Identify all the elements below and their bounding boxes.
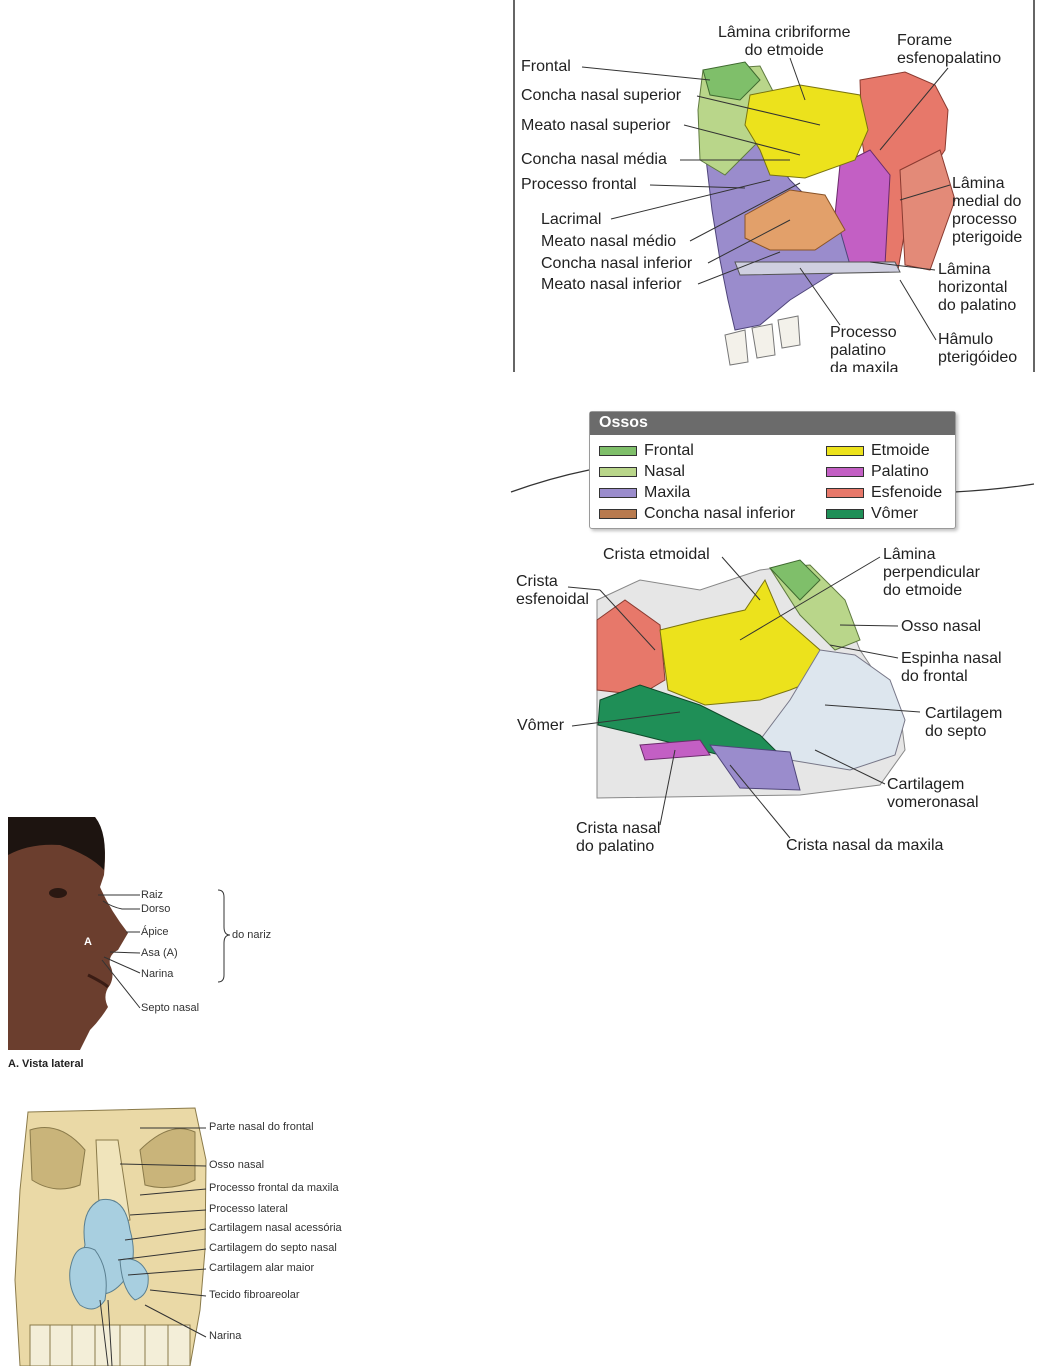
swatch-nasal [599, 467, 637, 477]
label-septal-cartilage-frontal-view: Cartilagem do septo nasal [209, 1242, 337, 1254]
label-inferior-meatus: Meato nasal inferior [541, 276, 682, 293]
face-photo [8, 817, 231, 1050]
nasal-skeleton-frontal-figure: Parte nasal do frontal Osso nasal Proces… [0, 1100, 400, 1366]
nasal-septum-illustration [567, 556, 921, 839]
label-perpendicular-plate: Lâmina perpendicular do etmoide [883, 546, 980, 599]
label-horizontal-palatine-plate: Lâmina horizontal do palatino [938, 261, 1017, 314]
label-ethmoid-crest: Crista etmoidal [603, 546, 710, 563]
label-accessory-cartilage: Cartilagem nasal acessória [209, 1222, 342, 1234]
legend-label: Etmoide [871, 442, 930, 459]
legend-connector-lines [510, 469, 1035, 493]
label-nose-naris: Narina [141, 968, 174, 980]
label-nasal-spine-frontal: Espinha nasal do frontal [901, 650, 1002, 685]
legend-item-frontal: Frontal [599, 442, 694, 460]
label-cribriform-plate: Lâmina cribriforme do etmoide [718, 24, 851, 59]
label-medial-pterygoid-plate: Lâmina medial do processo pterigoide [952, 175, 1023, 246]
legend-item-nasal: Nasal [599, 463, 685, 481]
legend-item-palatine: Palatino [826, 463, 929, 481]
swatch-maxilla [599, 488, 637, 498]
bones-legend: Ossos Frontal Nasal Maxila Concha nasal … [589, 411, 956, 529]
swatch-palatine [826, 467, 864, 477]
ala-marker-label: A [84, 936, 92, 948]
swatch-inferior-concha [599, 509, 637, 519]
legend-label: Vômer [871, 505, 919, 522]
legend-label: Concha nasal inferior [644, 505, 796, 522]
legend-item-inferior-concha: Concha nasal inferior [599, 505, 795, 523]
label-nasal-bone-frontal-view: Osso nasal [209, 1159, 265, 1171]
label-middle-concha: Concha nasal média [521, 151, 667, 168]
label-pterygoid-hamulus: Hâmulo pterigóideo [938, 331, 1018, 366]
label-nose-group: do nariz [232, 929, 272, 941]
label-nose-root: Raiz [141, 889, 164, 901]
label-vomeronasal-cartilage: Cartilagem vomeronasal [887, 776, 979, 811]
legend-label: Maxila [644, 484, 691, 501]
legend-item-ethmoid: Etmoide [826, 442, 930, 460]
label-septal-cartilage: Cartilagem do septo [925, 705, 1003, 740]
label-maxilla-frontal-process: Processo frontal da maxila [209, 1182, 339, 1194]
lateral-wall-figure: Lâmina cribriforme do etmoide Forame esf… [0, 0, 1039, 375]
legend-label: Frontal [644, 442, 694, 459]
label-nose-apex: Ápice [141, 926, 169, 938]
label-lateral-process: Processo lateral [209, 1203, 288, 1215]
swatch-vomer [826, 509, 864, 519]
legend-title: Ossos [590, 412, 955, 435]
label-middle-meatus: Meato nasal médio [541, 233, 677, 250]
label-frontal: Frontal [521, 58, 571, 75]
label-sphenoid-crest: Crista esfenoidal [516, 573, 589, 608]
label-inferior-concha: Concha nasal inferior [541, 255, 693, 272]
legend-item-sphenoid: Esfenoide [826, 484, 942, 502]
label-major-alar-cartilage: Cartilagem alar maior [209, 1262, 315, 1274]
nasal-septum-figure: Crista etmoidal Crista esfenoidal Lâmina… [0, 540, 1039, 870]
swatch-ethmoid [826, 446, 864, 456]
label-nasal-bone: Osso nasal [901, 618, 982, 635]
label-nasal-septum: Septo nasal [141, 1002, 200, 1014]
label-palatine-nasal-crest: Crista nasal do palatino [576, 820, 661, 855]
legend-label: Nasal [644, 463, 685, 480]
label-lacrimal: Lacrimal [541, 211, 602, 228]
label-superior-meatus: Meato nasal superior [521, 117, 671, 134]
lateral-wall-illustration [513, 0, 1035, 372]
label-sphenopalatine-foramen: Forame esfenopalatino [897, 32, 1002, 67]
label-superior-concha: Concha nasal superior [521, 87, 682, 104]
label-fibroareolar-tissue: Tecido fibroareolar [209, 1289, 300, 1301]
label-frontal-process: Processo frontal [521, 176, 637, 193]
face-lateral-figure: A Raiz Dorso Ápice Asa (A) Narina do nar… [0, 815, 320, 1075]
legend-label: Palatino [871, 463, 929, 480]
label-vomer: Vômer [517, 717, 565, 734]
swatch-frontal [599, 446, 637, 456]
legend-label: Esfenoide [871, 484, 943, 501]
legend-item-vomer: Vômer [826, 505, 918, 523]
label-nose-dorsum: Dorso [141, 903, 171, 915]
label-maxilla-nasal-crest: Crista nasal da maxila [786, 837, 944, 854]
nasal-skeleton-illustration [14, 1107, 207, 1366]
label-nose-ala: Asa (A) [141, 947, 178, 959]
legend-item-maxilla: Maxila [599, 484, 690, 502]
label-frontal-nasal-part: Parte nasal do frontal [209, 1121, 314, 1133]
label-naris-frontal-view: Narina [209, 1330, 242, 1342]
figure-caption-lateral-view: A. Vista lateral [8, 1058, 84, 1070]
swatch-sphenoid [826, 488, 864, 498]
label-palatine-process: Processo palatino da maxila [830, 324, 899, 372]
